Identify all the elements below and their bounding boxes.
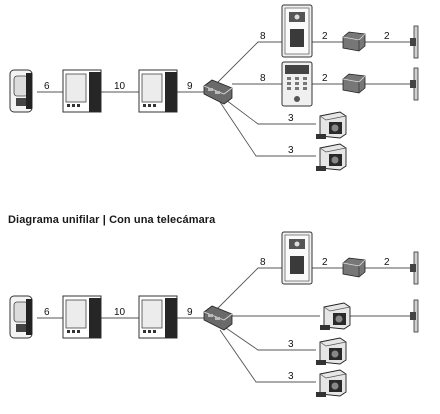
electric-lock-icon xyxy=(409,67,419,101)
wire-count-label: 6 xyxy=(44,81,50,92)
camera-icon xyxy=(315,143,347,172)
wire-labels: 6 10 9 8 8 2 2 2 3 3 xyxy=(44,31,390,156)
video-monitor-icon xyxy=(62,295,102,339)
outdoor-panel-keypad-icon xyxy=(281,61,313,107)
camera-icon xyxy=(315,111,347,140)
wire-count-label: 9 xyxy=(187,307,193,318)
wire-count-label: 3 xyxy=(288,145,294,156)
distributor-icon xyxy=(203,79,233,105)
wire-count-label: 8 xyxy=(260,257,266,268)
diagram-heading: Diagrama unifilar | Con una telecámara xyxy=(8,214,215,226)
wire-count-label: 6 xyxy=(44,307,50,318)
wire-count-label: 2 xyxy=(322,73,328,84)
handset-interphone-icon xyxy=(9,69,33,113)
electric-lock-icon xyxy=(409,299,419,333)
video-monitor-icon xyxy=(138,69,178,113)
camera-icon xyxy=(315,369,347,398)
heading-separator: | xyxy=(102,214,106,226)
wire-count-label: 9 xyxy=(187,81,193,92)
wiring xyxy=(37,267,414,383)
wiring xyxy=(37,41,414,157)
wire-count-label: 10 xyxy=(114,307,126,318)
electric-lock-icon xyxy=(409,25,419,59)
top-diagram: 6 10 9 8 8 2 2 2 3 3 xyxy=(9,4,419,172)
camera-icon xyxy=(315,337,347,366)
power-supply-icon xyxy=(342,257,366,278)
wire-count-label: 2 xyxy=(384,257,390,268)
power-supply-icon xyxy=(342,31,366,52)
wire-count-label: 2 xyxy=(384,31,390,42)
wire-count-label: 2 xyxy=(322,257,328,268)
power-supply-icon xyxy=(342,73,366,94)
wire-count-label: 3 xyxy=(288,113,294,124)
wire-count-label: 3 xyxy=(288,371,294,382)
distributor-icon xyxy=(203,305,233,331)
heading-subtitle: Con una telecámara xyxy=(109,214,216,226)
wire-labels: 6 10 9 8 2 2 3 3 xyxy=(44,257,390,382)
outdoor-panel-camera-icon xyxy=(281,4,313,58)
wire-count-label: 3 xyxy=(288,339,294,350)
video-monitor-icon xyxy=(138,295,178,339)
bottom-diagram: 6 10 9 8 2 2 3 3 xyxy=(9,231,419,398)
video-monitor-icon xyxy=(62,69,102,113)
electric-lock-icon xyxy=(409,251,419,285)
wire-count-label: 8 xyxy=(260,73,266,84)
wire-count-label: 2 xyxy=(322,31,328,42)
outdoor-panel-camera-icon xyxy=(281,231,313,285)
heading-title: Diagrama unifilar xyxy=(8,214,100,226)
camera-icon xyxy=(319,302,351,331)
wire-count-label: 8 xyxy=(260,31,266,42)
wire-count-label: 10 xyxy=(114,81,126,92)
handset-interphone-icon xyxy=(9,295,33,339)
